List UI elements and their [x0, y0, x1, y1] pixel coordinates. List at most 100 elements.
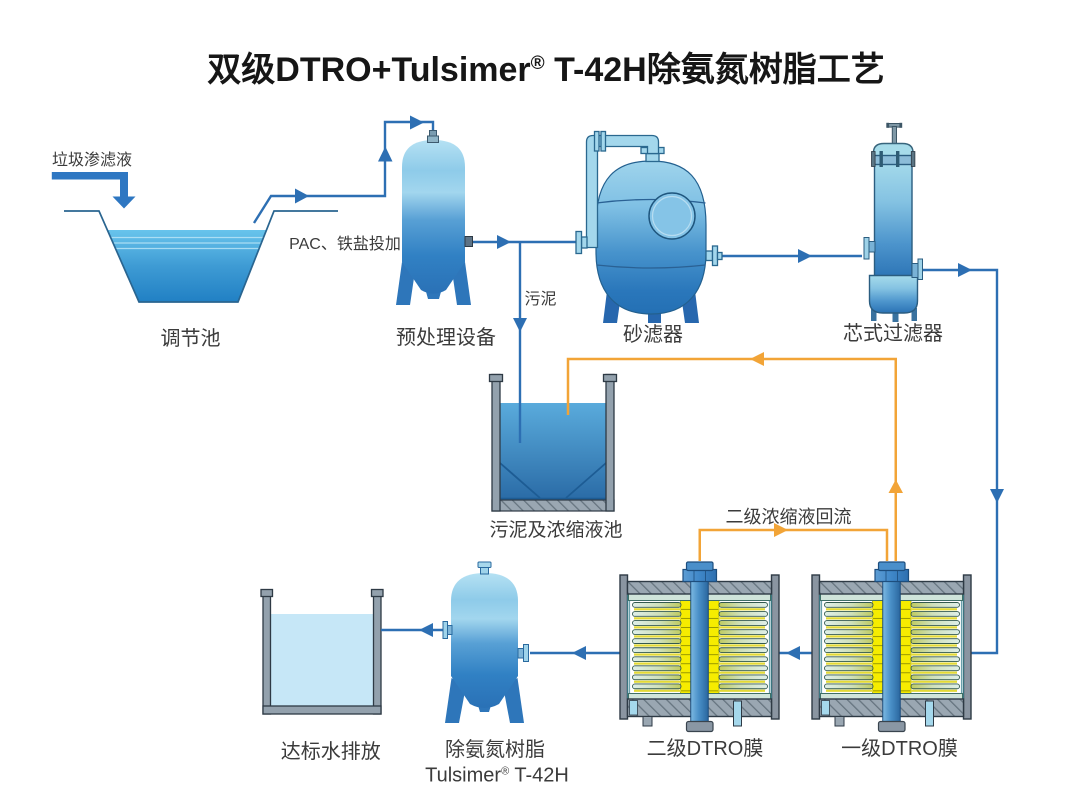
page-title: 双级DTRO+Tulsimer® T-42H除氨氮树脂工艺 [207, 50, 884, 89]
discharge-right-wall [372, 592, 382, 715]
valve-stem [891, 126, 897, 145]
sludge-pool-right-wall [605, 373, 615, 512]
pretreatment-tank [396, 130, 473, 305]
sand-filter-label: 砂滤器 [623, 323, 683, 346]
flange-bolt [896, 151, 900, 167]
recycle-arrowhead [888, 479, 903, 493]
sludge-pool-liquid [500, 403, 606, 500]
flow-arrowhead [295, 188, 309, 204]
flange-ear [871, 151, 876, 167]
discharge-water [270, 614, 374, 706]
sand-filter-top-neck [645, 152, 660, 163]
pipe-flange [600, 130, 607, 152]
tank-outlet-stub [447, 625, 453, 635]
flange-bolt [879, 151, 883, 167]
sand-filter-outlet-nub [716, 251, 723, 261]
flow-arrowhead [958, 263, 972, 277]
sludge-funnel-line [565, 462, 607, 499]
cartridge-skirt [868, 274, 919, 314]
pipe-flange [575, 230, 583, 255]
sand-filter-manhole [648, 192, 696, 240]
tank-inlet-flange [523, 644, 529, 662]
flow-arrowhead [378, 146, 393, 162]
sand-filter-outlet-flange [711, 245, 719, 267]
cartridge-leg [871, 308, 877, 321]
line-resin-to-discharge [381, 623, 444, 637]
discharge-left-wall [262, 592, 272, 715]
line-cartridge-to-dtro1 [922, 263, 1004, 655]
resin-name-label: 除氨氮树脂 [445, 738, 545, 761]
line-pretreatment-to-sandfilter [472, 235, 577, 249]
dtro-module-drawing [620, 562, 779, 732]
flow-arrowhead [497, 235, 511, 249]
inflow-arrow [51, 172, 136, 209]
sand-filter-seam [596, 264, 706, 269]
tank-outlet-nozzle [464, 236, 473, 247]
tank-top-fitting-base [427, 135, 439, 143]
flange-ear [910, 151, 916, 167]
discharge-bottom-wall [262, 705, 382, 715]
cartridge-inlet-flange [863, 237, 870, 260]
dosing-label: PAC、铁盐投加 [289, 235, 401, 253]
sludge-pool-label: 污泥及浓缩液池 [489, 519, 622, 541]
cartridge-leg [892, 309, 899, 322]
sludge-pool-wall-cap [602, 373, 618, 383]
dtro-stage1-label: 一级DTRO膜 [841, 737, 958, 760]
flow-arrowhead [419, 623, 433, 637]
flow-arrowhead [798, 249, 812, 263]
pipe-flange [593, 130, 600, 152]
line-sludge-branch [513, 242, 527, 443]
cartridge-filter [863, 122, 923, 322]
sludge-pool-left-wall [491, 373, 501, 512]
dtro-module-drawing [812, 562, 971, 732]
sand-filter-vessel [595, 160, 707, 315]
sand-filter-seam [596, 198, 706, 204]
cartridge-flange-band [871, 154, 915, 166]
flow-arrowhead [572, 646, 586, 660]
sludge-pool [488, 373, 618, 512]
line-dtro2-to-resin [530, 646, 620, 660]
valve-handle-cap [899, 122, 903, 128]
recycle-label: 二级浓缩液回流 [726, 507, 852, 527]
discharge-wall-cap [370, 588, 384, 598]
cartridge-body [873, 159, 913, 281]
recycle-arrowhead [774, 523, 788, 537]
regulation-pool [64, 210, 338, 303]
dtro-stage2-label: 二级DTRO膜 [647, 737, 764, 760]
cartridge-leg [911, 308, 917, 321]
tank-body [451, 573, 518, 708]
dtro-module-stage1 [812, 562, 971, 732]
sludge-pool-wall-cap [488, 373, 504, 383]
flow-arrowhead [513, 318, 527, 332]
discharge-label: 达标水排放 [281, 740, 381, 763]
sludge-label: 污泥 [524, 290, 556, 308]
cartridge-dome [872, 142, 914, 157]
regulation-pool-label: 调节池 [161, 327, 221, 350]
flow-arrowhead [410, 115, 424, 130]
cartridge-outlet-stub [911, 263, 919, 278]
resin-brand-label: Tulsimer® T-42H [425, 765, 569, 787]
resin-tank [442, 561, 529, 723]
flow-arrowhead [786, 646, 800, 660]
inflow-label: 垃圾渗滤液 [52, 151, 132, 169]
regulation-pool-outline [64, 210, 338, 303]
cartridge-filter-label: 芯式过滤器 [843, 322, 943, 345]
tank-outlet-flange [442, 621, 448, 639]
sand-filter-outlet-stub [705, 250, 714, 262]
flow-arrowhead [990, 489, 1004, 503]
line-dtro1-to-dtro2 [779, 646, 812, 660]
sand-filter-inlet-pipe [585, 134, 660, 249]
sand-filter-manhole-ring [651, 195, 693, 237]
valve-handle-cap [886, 122, 890, 128]
discharge-container [260, 588, 384, 715]
recycle-line [698, 528, 889, 561]
line-pool-to-pretreatment [252, 115, 435, 224]
line-concentrate-to-sludgepool [566, 352, 903, 561]
discharge-wall-cap [260, 588, 274, 598]
sand-filter [575, 130, 723, 323]
tank-top-fitting-cap [477, 561, 492, 568]
pipe-stub [580, 236, 588, 249]
recycle-line [566, 357, 897, 561]
